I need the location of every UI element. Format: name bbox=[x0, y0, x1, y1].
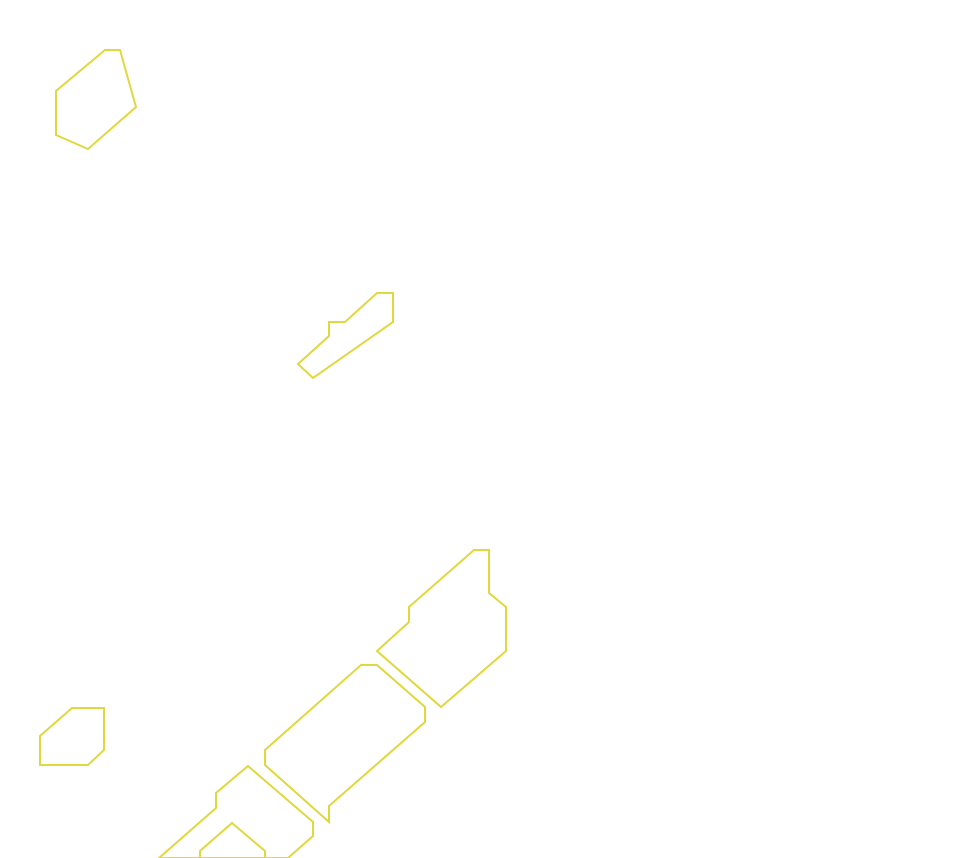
outline-shape-bottom-inner bbox=[199, 821, 266, 858]
outline-shape-center-right bbox=[375, 549, 507, 709]
outline-shape-bottom-left-small bbox=[39, 707, 105, 766]
outline-shape-center-small bbox=[296, 292, 394, 380]
outline-shape-top-left bbox=[55, 49, 138, 151]
outline-shape-center-large bbox=[264, 664, 426, 825]
outline-shape-bottom-left-large bbox=[157, 764, 314, 858]
